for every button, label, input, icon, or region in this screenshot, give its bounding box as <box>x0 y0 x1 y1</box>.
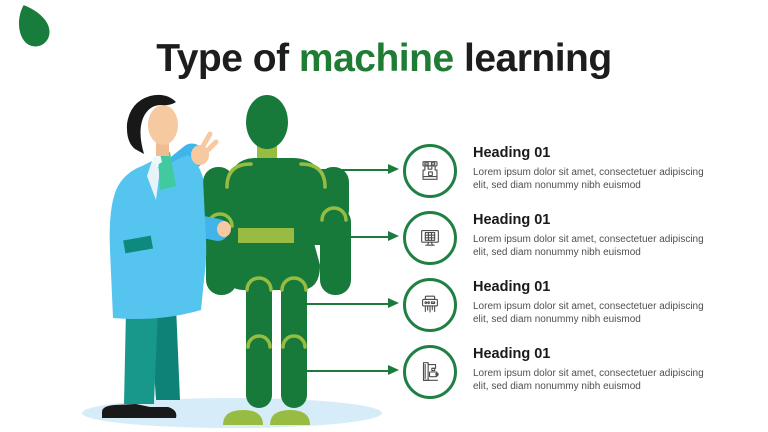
doctor-coat-lapel <box>147 161 160 200</box>
connector-arrow-2 <box>315 231 399 241</box>
arrowhead-icon <box>388 164 399 174</box>
doctor-shoe <box>102 404 177 418</box>
title-suffix: learning <box>453 37 612 80</box>
row-text: Heading 01 Lorem ipsum dolor sit amet, c… <box>473 345 705 394</box>
row-text: Heading 01 Lorem ipsum dolor sit amet, c… <box>473 278 705 327</box>
icon-circle <box>403 211 457 265</box>
doctor-lab-coat <box>109 155 207 319</box>
slide-title: Type of machine learning <box>0 36 768 82</box>
espresso-machine-icon <box>422 161 438 180</box>
doctor-robot-illustration <box>82 94 382 428</box>
list-item: Heading 01 Lorem ipsum dolor sit amet, c… <box>403 278 743 332</box>
robot-belt <box>238 228 294 243</box>
list-item: Heading 01 Lorem ipsum dolor sit amet, c… <box>403 345 743 399</box>
doctor-back-leg <box>150 306 180 400</box>
doctor-face <box>148 105 178 145</box>
robot-figure <box>203 95 351 425</box>
arrowhead-icon <box>388 231 399 241</box>
connector-arrow-3 <box>294 298 399 308</box>
connector-arrow-1 <box>300 164 399 174</box>
robot-right-forearm <box>320 207 351 295</box>
doctor-figure <box>102 94 231 418</box>
arrowhead-icon <box>388 365 399 375</box>
icon-circle <box>403 144 457 198</box>
doctor-shirt <box>158 152 176 190</box>
icon-circle <box>403 278 457 332</box>
milling-machine-icon <box>422 362 439 381</box>
connector-arrow-4 <box>294 365 399 375</box>
robot-left-leg <box>246 258 272 408</box>
row-body: Lorem ipsum dolor sit amet, consectetuer… <box>473 367 704 393</box>
doctor-hair <box>126 94 176 154</box>
row-body: Lorem ipsum dolor sit amet, consectetuer… <box>473 233 704 259</box>
list-item: Heading 01 Lorem ipsum dolor sit amet, c… <box>403 211 743 265</box>
title-prefix: Type of <box>156 37 299 80</box>
row-heading: Heading 01 <box>473 279 551 295</box>
row-heading: Heading 01 <box>473 346 551 362</box>
robot-head <box>246 95 288 149</box>
robot-feet <box>223 410 310 425</box>
doctor-front-leg <box>124 308 158 404</box>
row-heading: Heading 01 <box>473 145 551 161</box>
icon-circle <box>403 345 457 399</box>
arrowhead-icon <box>388 298 399 308</box>
doctor-lower-hand <box>217 221 231 237</box>
list-item: Heading 01 Lorem ipsum dolor sit amet, c… <box>403 144 743 198</box>
row-text: Heading 01 Lorem ipsum dolor sit amet, c… <box>473 144 705 193</box>
row-body: Lorem ipsum dolor sit amet, consectetuer… <box>473 300 704 326</box>
printer-shredder-icon <box>422 295 438 313</box>
row-heading: Heading 01 <box>473 212 551 228</box>
robot-torso <box>228 158 324 245</box>
doctor-neck <box>156 142 169 156</box>
title-highlight: machine <box>298 37 454 80</box>
monitor-grid-icon <box>421 230 439 246</box>
row-text: Heading 01 Lorem ipsum dolor sit amet, c… <box>473 211 705 260</box>
robot-right-leg <box>281 258 307 408</box>
doctor-collar <box>152 154 162 166</box>
doctor-coat-pocket <box>123 235 154 254</box>
doctor-raised-hand <box>191 131 219 165</box>
row-body: Lorem ipsum dolor sit amet, consectetuer… <box>473 166 704 192</box>
corner-leaf-icon <box>18 5 50 47</box>
